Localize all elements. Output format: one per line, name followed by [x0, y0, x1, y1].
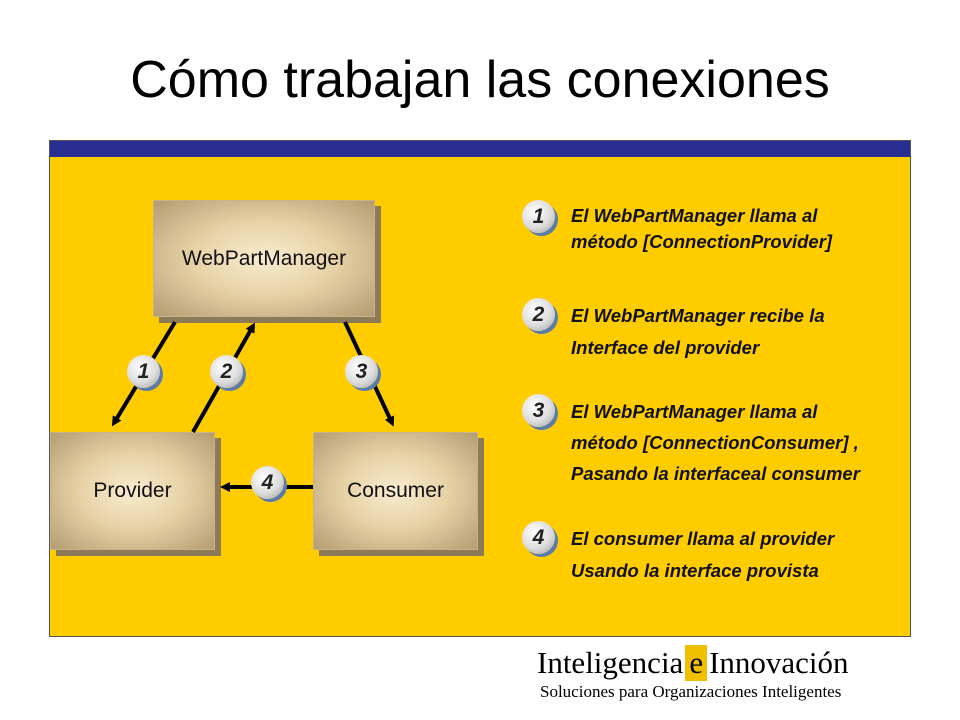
- footer-brand-left: Inteligencia: [537, 645, 684, 680]
- diagram-step-badge-2: 2: [210, 355, 243, 388]
- consumer-label: Consumer: [347, 479, 444, 502]
- step-badge-2: 2: [522, 298, 555, 331]
- provider-label: Provider: [93, 479, 172, 502]
- step-4-line-2: Usando la interface provista: [571, 560, 819, 581]
- provider-box: Provider: [50, 432, 215, 550]
- step-1-line-1: El WebPartManager llama al: [571, 205, 818, 226]
- step-3-line-1: El WebPartManager llama al: [571, 401, 818, 422]
- diagram-step-badge-3: 3: [345, 355, 378, 388]
- step-badge-4: 4: [522, 521, 555, 554]
- step-text-4: El consumer llama al provider Usando la …: [571, 523, 834, 587]
- panel-header-bar: [50, 141, 910, 157]
- step-4-line-1: El consumer llama al provider: [571, 528, 835, 549]
- footer-tagline: Soluciones para Organizaciones Inteligen…: [540, 682, 842, 701]
- diagram-step-badge-1: 1: [127, 355, 160, 388]
- step-text-3: El WebPartManager llama al método [Conne…: [571, 396, 860, 489]
- step-badge-1: 1: [522, 200, 555, 233]
- consumer-box: Consumer: [313, 432, 478, 550]
- webpartmanager-box: WebPartManager: [153, 200, 375, 317]
- diagram-step-badge-4: 4: [251, 466, 284, 499]
- slide-title: Cómo trabajan las conexiones: [130, 51, 830, 109]
- footer-brand-e: e: [685, 645, 708, 681]
- footer-brand-right: Innovación: [709, 645, 849, 680]
- step-3-line-2: método [ConnectionConsumer] ,: [571, 432, 859, 453]
- step-2-line-2: Interface del provider: [571, 337, 760, 358]
- step-badge-3: 3: [522, 394, 555, 427]
- step-text-1: El WebPartManager llama al método [Conne…: [571, 203, 832, 255]
- webpartmanager-label: WebPartManager: [181, 246, 347, 270]
- step-3-line-3: Pasando la interfaceal consumer: [571, 463, 860, 484]
- step-1-line-2: método [ConnectionProvider]: [571, 231, 833, 252]
- step-text-2: El WebPartManager recibe la Interface de…: [571, 300, 825, 364]
- step-2-line-1: El WebPartManager recibe la: [571, 305, 825, 326]
